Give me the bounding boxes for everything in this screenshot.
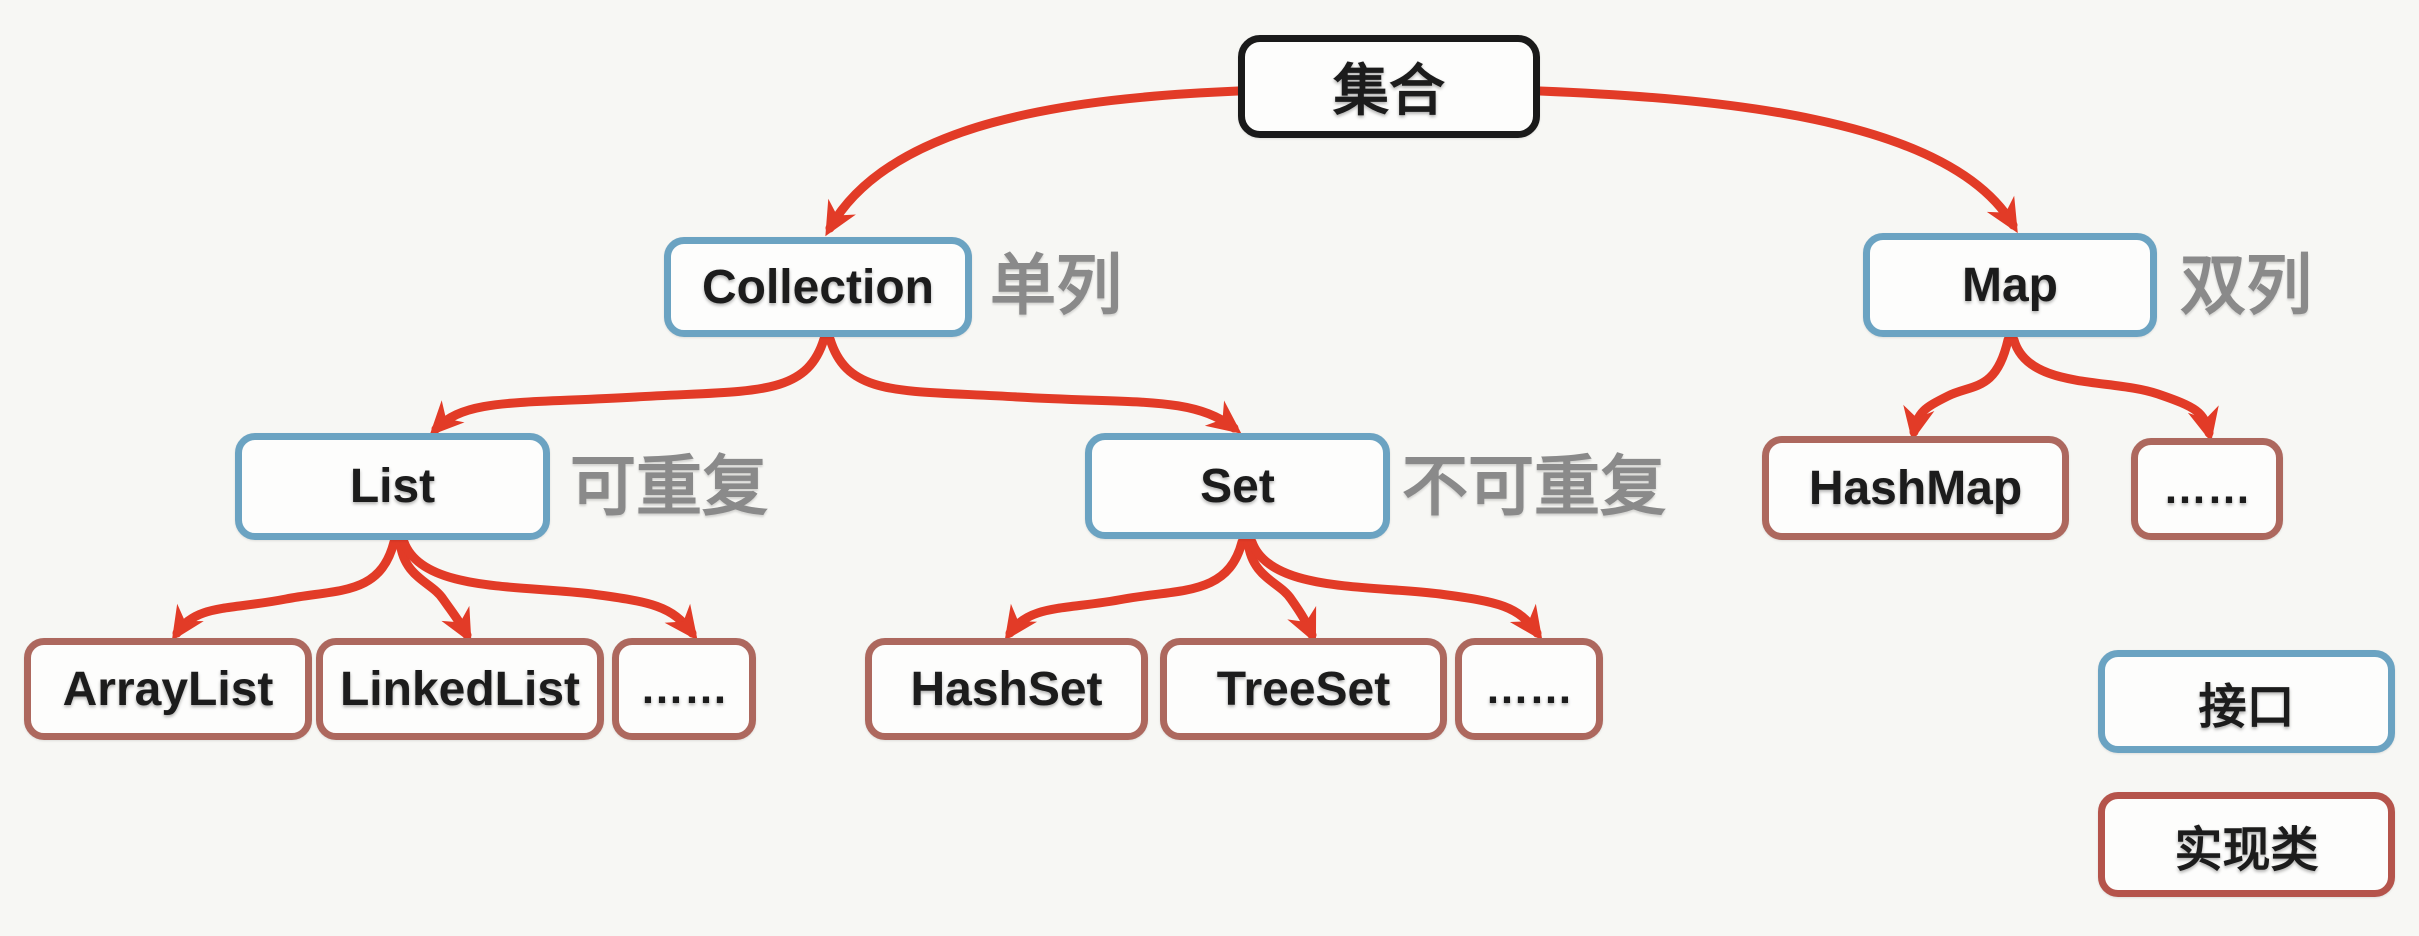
arrow-map-to-more: [2009, 335, 2219, 443]
annotation-collection: 单列: [990, 248, 1122, 322]
node-arraylist: ArrayList: [24, 638, 312, 740]
annotation-list: 可重复: [570, 449, 768, 523]
arrow-list-to-arraylist: [171, 537, 399, 641]
arrow-map-to-hashmap: [1903, 335, 2013, 442]
arrow-list-to-more: [399, 537, 698, 641]
node-set-more: ……: [1455, 638, 1603, 740]
arrow-root-to-map: [1535, 86, 2018, 234]
arrow-collection-to-set: [825, 334, 1242, 434]
node-root: 集合: [1238, 35, 1540, 138]
node-list: List: [235, 433, 550, 540]
node-collection: Collection: [664, 237, 972, 337]
node-list-more: ……: [612, 638, 756, 740]
node-hashset: HashSet: [865, 638, 1148, 740]
arrow-set-to-treeset: [1243, 537, 1317, 644]
arrow-set-to-more: [1247, 537, 1543, 641]
arrow-list-to-linkedlist: [395, 537, 472, 644]
node-set: Set: [1085, 433, 1390, 539]
legend-implementation: 实现类: [2098, 792, 2395, 897]
arrow-root-to-collection: [825, 86, 1243, 237]
legend-interface: 接口: [2098, 650, 2395, 753]
node-linkedlist: LinkedList: [316, 638, 604, 740]
node-map: Map: [1863, 233, 2157, 337]
arrow-set-to-hashset: [1004, 537, 1247, 641]
arrow-collection-to-list: [429, 334, 829, 436]
annotation-set: 不可重复: [1402, 449, 1666, 523]
node-map-more: ……: [2131, 438, 2283, 540]
node-hashmap: HashMap: [1762, 436, 2069, 540]
node-treeset: TreeSet: [1160, 638, 1447, 740]
annotation-map: 双列: [2180, 248, 2312, 322]
